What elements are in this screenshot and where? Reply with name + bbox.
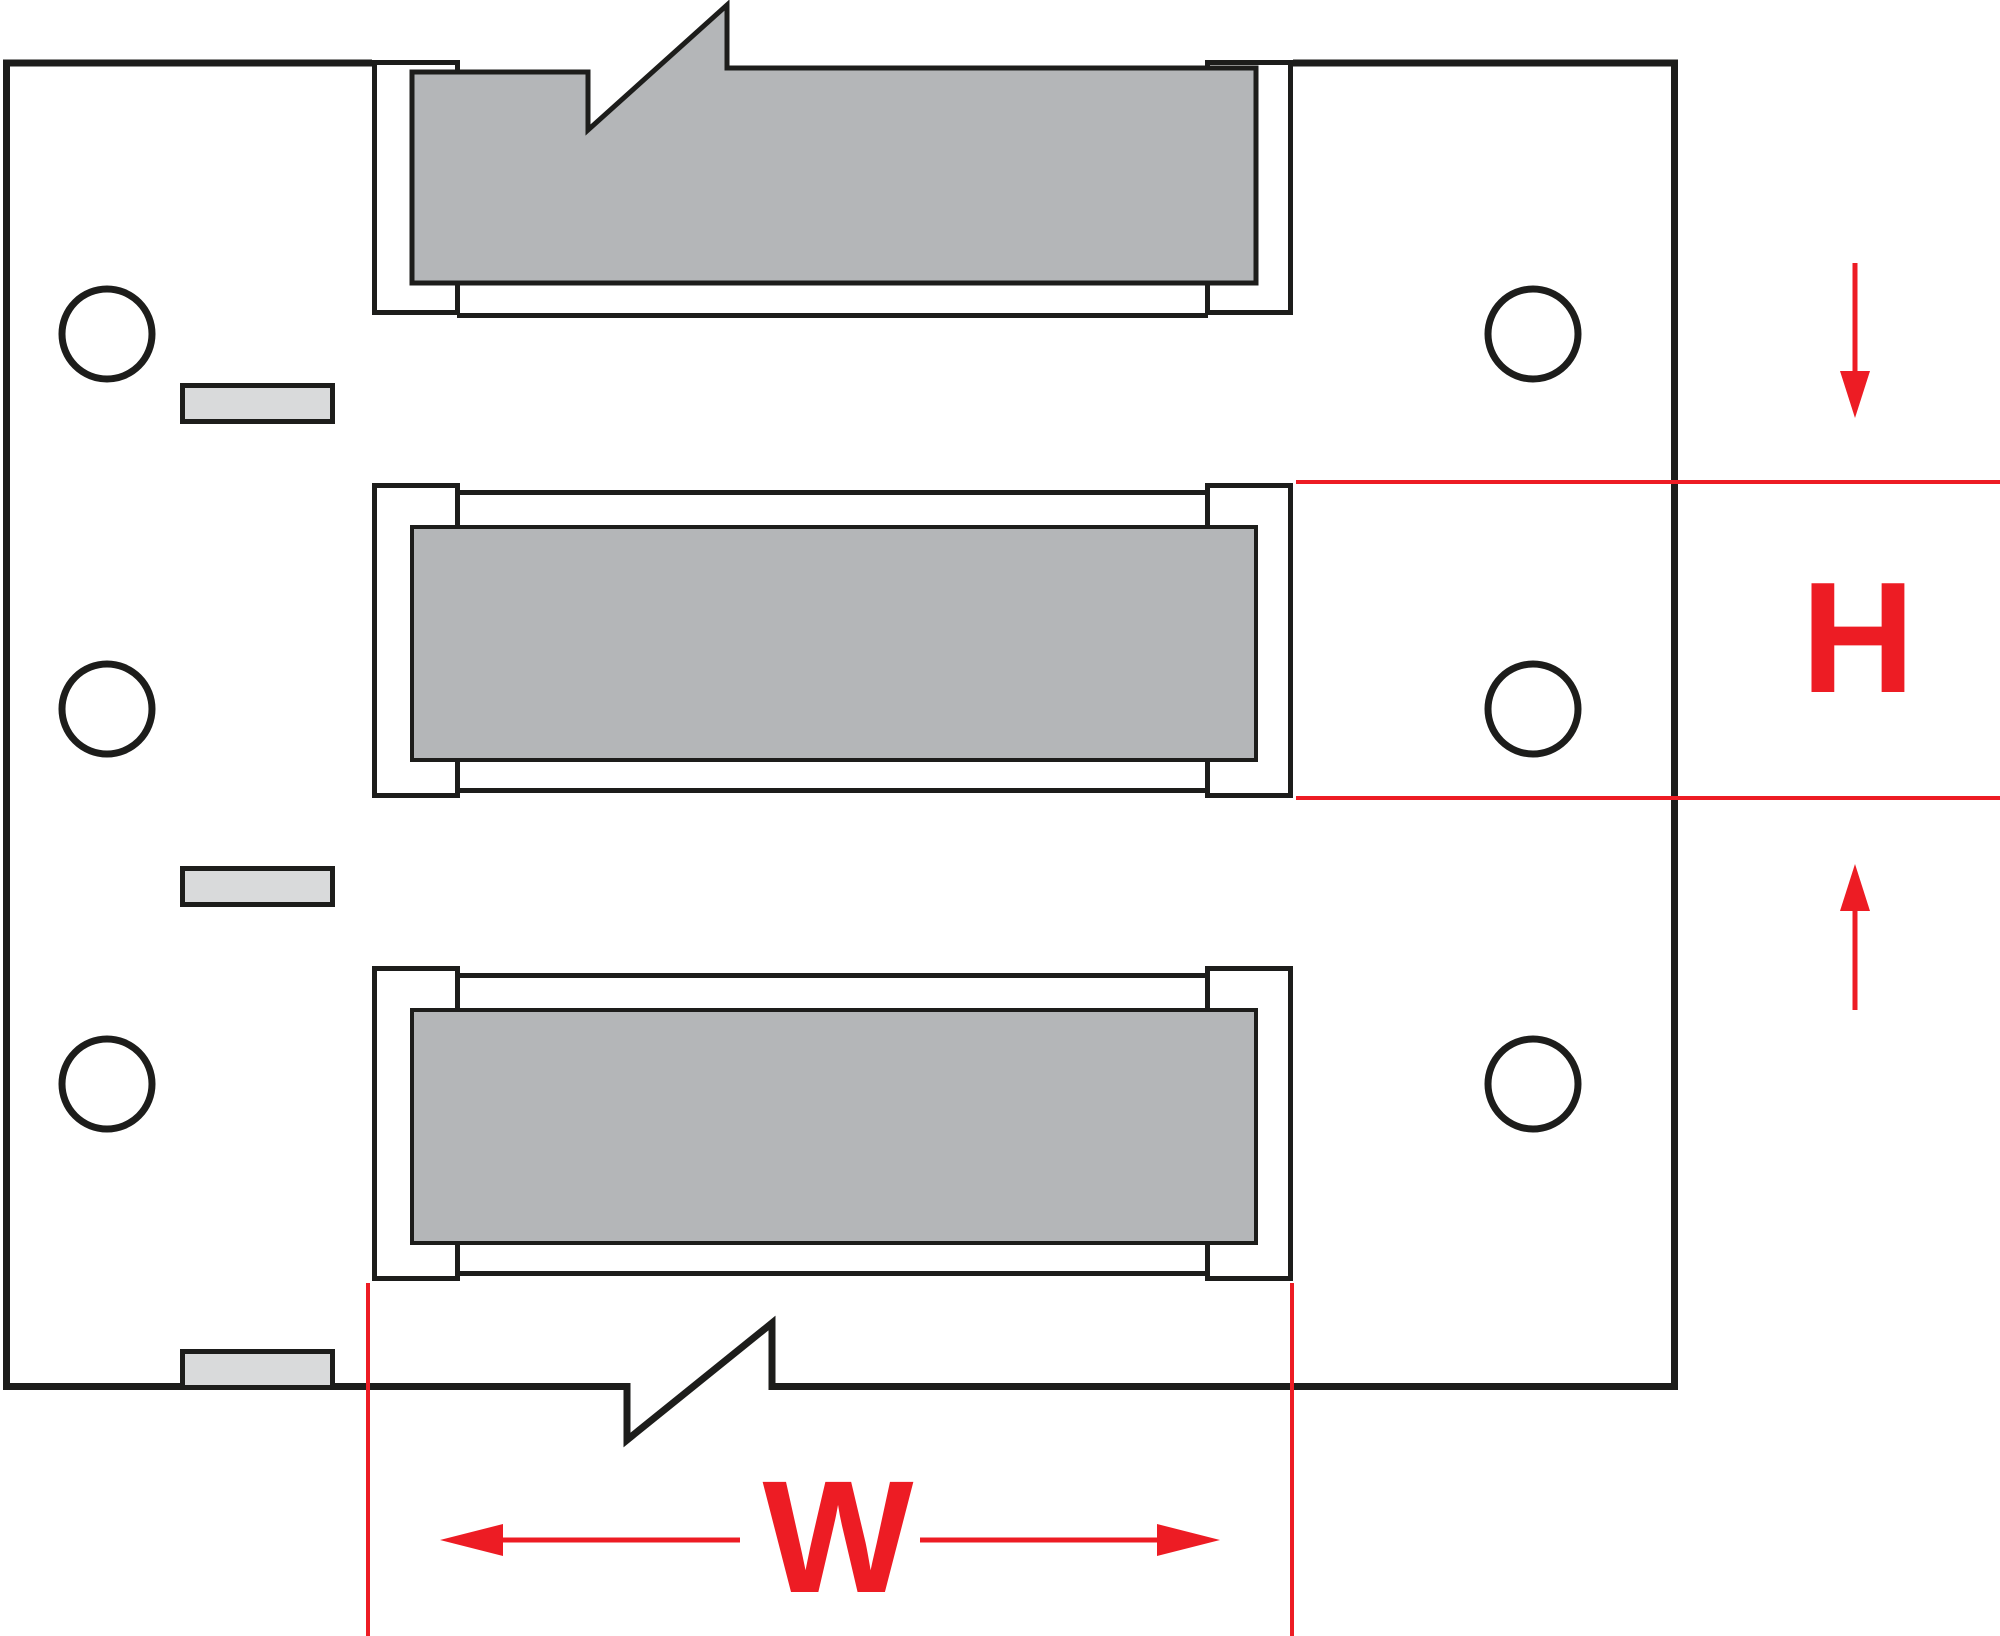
feed-hole-right-2 — [1484, 660, 1582, 758]
feed-hole-left-1 — [58, 285, 156, 383]
arrow-up-icon — [1840, 864, 1870, 911]
height-dimension: H — [1296, 263, 2000, 1010]
feed-hole-right-1 — [1484, 285, 1582, 383]
sleeve-print-area — [410, 1008, 1258, 1245]
arrow-down-icon — [1840, 371, 1870, 418]
sleeve-middle — [372, 483, 1293, 798]
width-label: W — [762, 1447, 913, 1626]
sleeve-print-area — [409, 0, 1259, 286]
carrier-outline — [3, 59, 1678, 1448]
carrier-notch-3 — [180, 1349, 335, 1390]
sleeve-top — [372, 0, 1293, 318]
carrier-notches — [180, 383, 335, 1390]
arrow-right-icon — [1157, 1524, 1220, 1556]
feed-holes — [58, 285, 1582, 1133]
sleeve-print-area — [410, 525, 1258, 762]
height-label: H — [1801, 550, 1915, 726]
width-dimension: W — [366, 1283, 1294, 1636]
sleeve-bottom — [372, 966, 1293, 1281]
feed-hole-left-3 — [58, 1035, 156, 1133]
feed-hole-left-2 — [58, 660, 156, 758]
carrier-notch-2 — [180, 866, 335, 907]
arrow-left-icon — [440, 1524, 503, 1556]
feed-hole-right-3 — [1484, 1035, 1582, 1133]
carrier-notch-1 — [180, 383, 335, 424]
